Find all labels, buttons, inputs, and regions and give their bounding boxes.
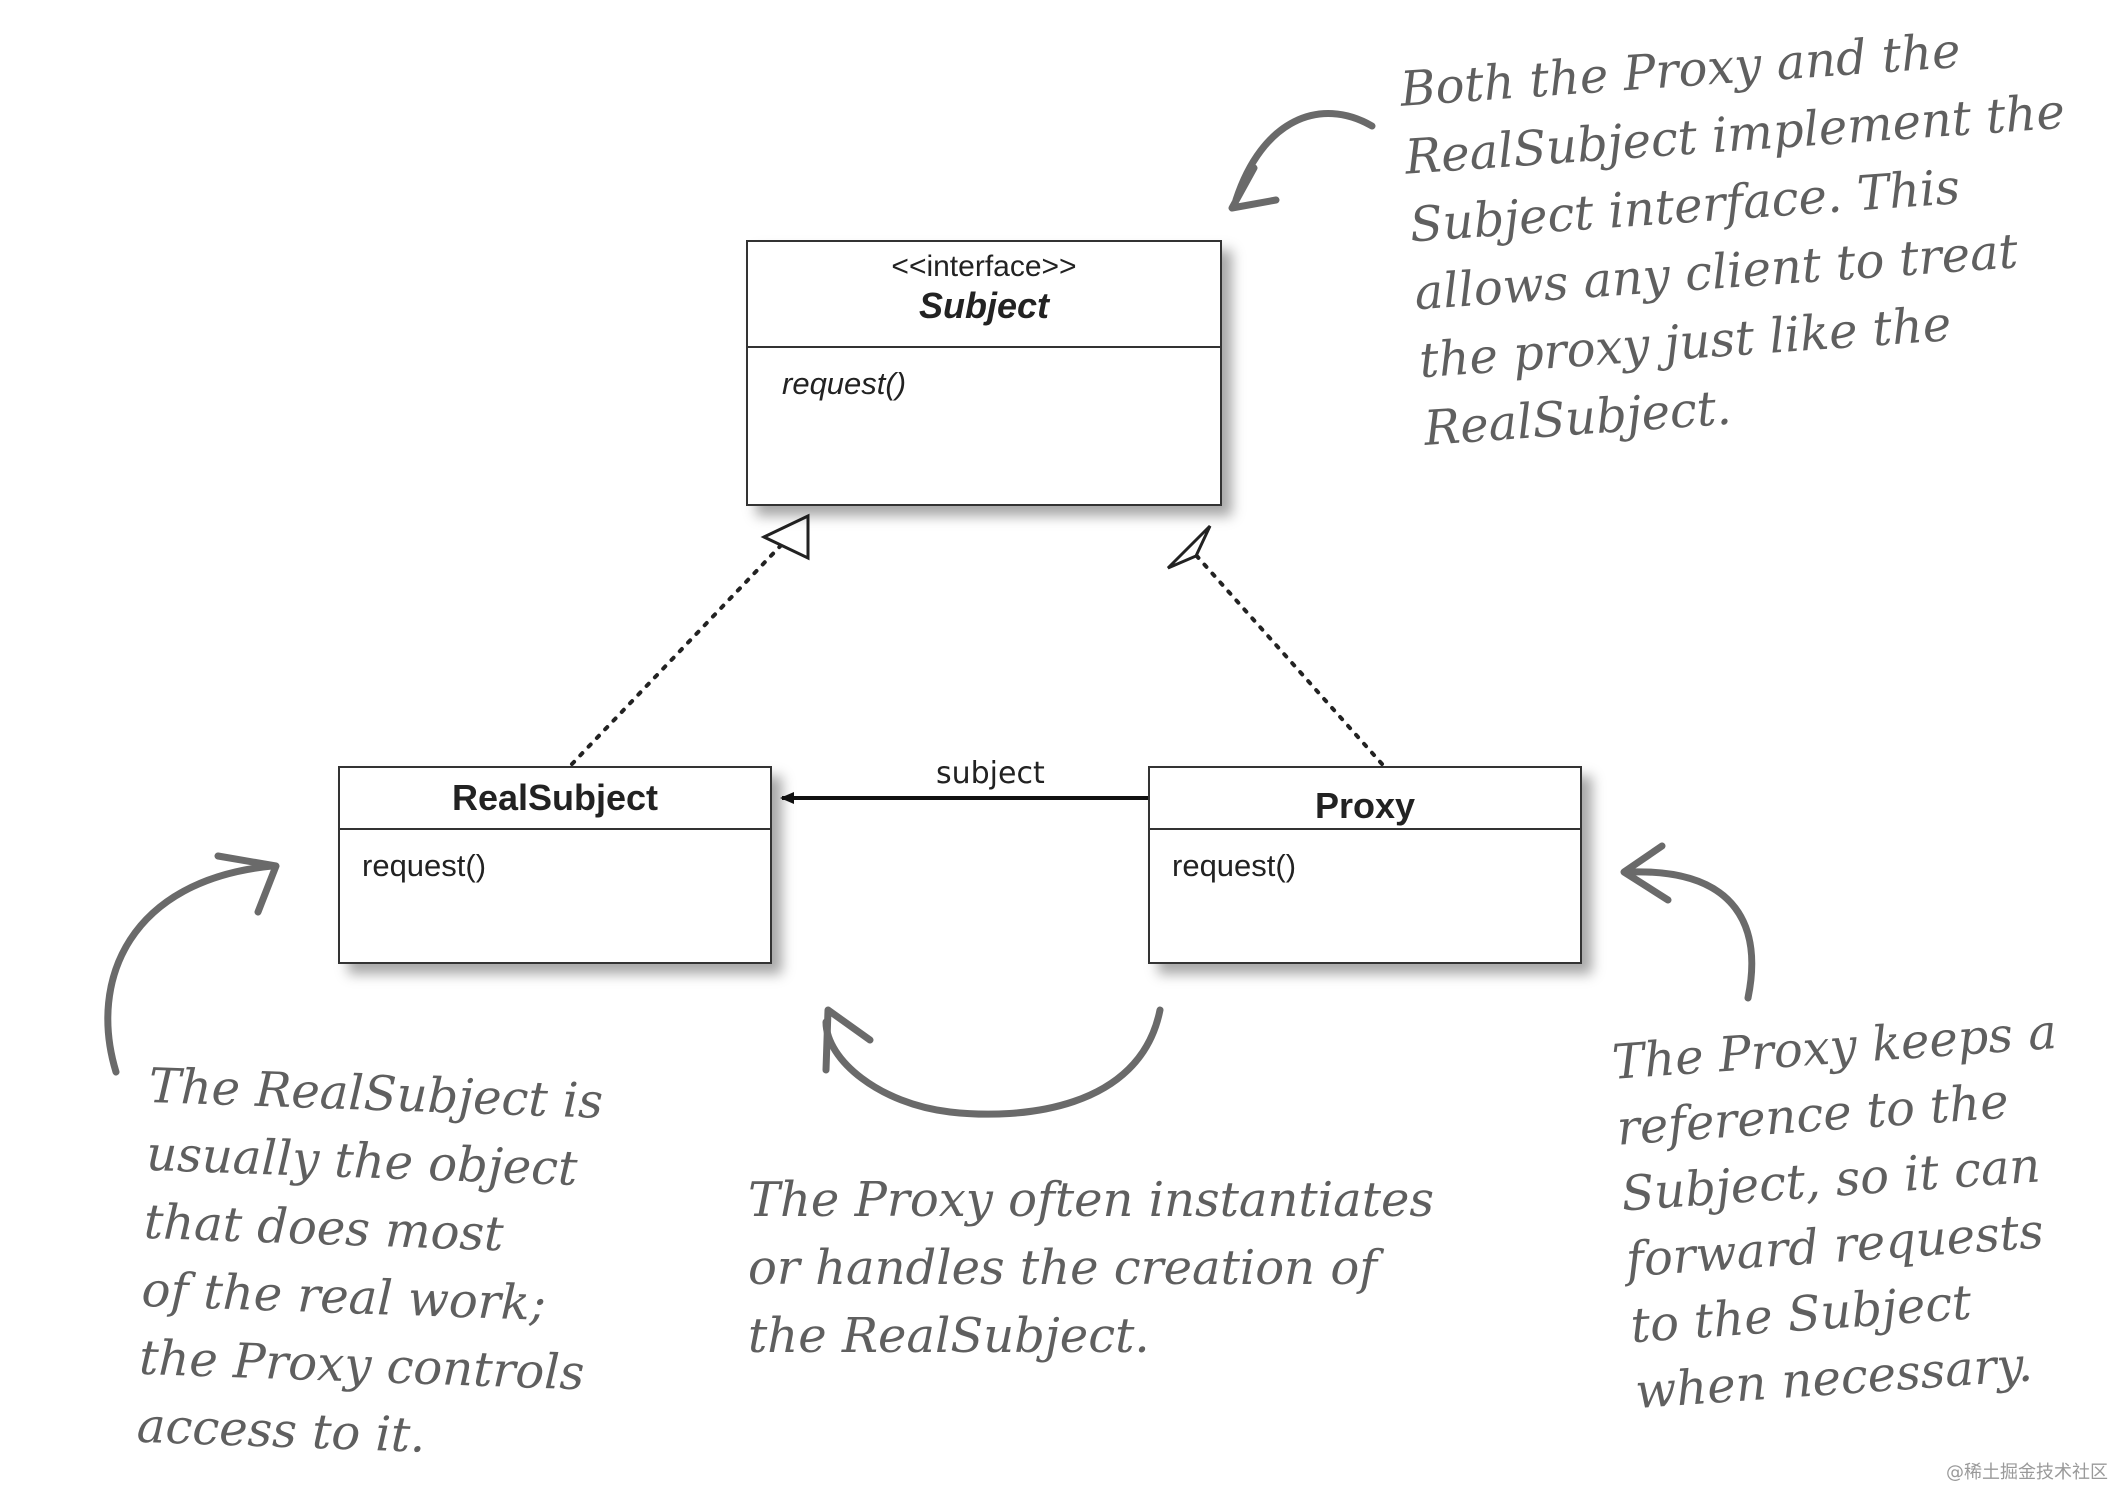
realsubject-name: RealSubject [451,777,659,818]
realization-arrowhead-realsubject [760,513,810,561]
realization-line-proxy [1193,552,1384,766]
note-proxy-reference: The Proxy keeps a reference to the Subje… [1610,1003,2059,1421]
realization-line-realsubject [570,536,790,766]
note-implements-subject: Both the Proxy and the RealSubject imple… [1398,22,2067,458]
realsubject-header: RealSubject [340,768,770,830]
subject-name: Subject [918,285,1050,326]
subject-interface-box: <<interface>> Subject request() [746,240,1222,506]
pointer-arrow-left-head [214,852,280,916]
proxy-class-box: Proxy request() [1148,766,1582,964]
pointer-arrow-left [104,862,276,1076]
pointer-arrow-right-head [1620,842,1672,904]
pointer-arrow-top-head [1228,164,1280,212]
proxy-method: request() [1172,848,1297,883]
note-proxy-instantiates: The Proxy often instantiates or handles … [748,1172,1435,1364]
subject-method: request() [782,366,907,401]
pointer-arrow-center [822,1006,1164,1118]
subject-header: <<interface>> Subject [748,242,1220,348]
pointer-arrow-center-head [822,1006,874,1074]
proxy-name: Proxy [1314,785,1416,826]
pointer-arrow-top [1232,110,1376,204]
subject-stereotype: <<interface>> [891,250,1077,283]
pointer-arrow-right [1624,868,1756,1002]
realization-arrowhead-proxy [1166,524,1212,570]
watermark: @稀土掘金技术社区 [1946,1462,2108,1483]
note-realsubject-role: The RealSubject is usually the object th… [135,1057,604,1464]
association-label: subject [936,756,1045,791]
realsubject-class-box: RealSubject request() [338,766,772,964]
realsubject-method: request() [362,848,487,883]
proxy-header: Proxy [1150,768,1580,830]
